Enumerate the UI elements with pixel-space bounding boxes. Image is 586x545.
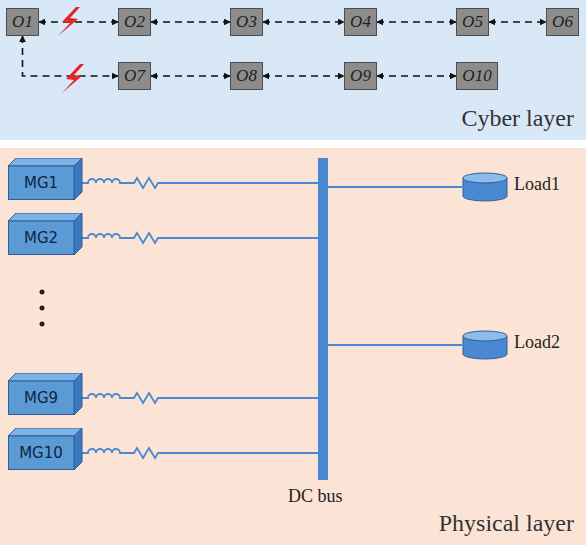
agent-box: O3 [230,8,263,36]
agent-label: O10 [459,66,494,86]
cyber-layer-ground [0,0,586,140]
agent-box: O7 [118,62,151,90]
microgrid-label: MG10 [8,436,74,470]
microgrid-label: MG1 [8,166,74,200]
agent-label: O4 [347,12,374,32]
box-top [8,373,82,381]
dc-bus-bar: DC bus [318,158,328,480]
cylinder-symbol [462,330,508,360]
agent-label: O7 [121,66,148,86]
communication-link [39,21,118,23]
attack-lightning [62,64,84,93]
layer-title: Cyber layer [461,105,574,132]
agent-label: O9 [347,66,374,86]
communication-link [151,75,230,77]
agent-box: O9 [344,62,377,90]
cylinder-top [463,331,507,341]
agent-label: O2 [121,12,148,32]
load-cylinder: Load2 [462,330,572,360]
microgrid-box: MG1 [8,158,84,202]
box-side [74,373,82,415]
power-line [328,186,462,188]
cylinder-top [463,173,507,183]
load-label: Load2 [514,332,560,353]
microgrid-box: MG2 [8,213,84,257]
agent-label: O1 [9,12,36,32]
power-line [74,393,318,403]
agent-label: O5 [459,12,486,32]
layer-panel: Cyber layer O1 O2 O3 O4 O5 O6O7 O8 O9 O10 [0,0,586,140]
microgrid-label: MG2 [8,221,74,255]
physical-layer-ground [0,148,586,545]
agent-box: O1 [6,8,39,36]
communication-link [263,21,344,23]
box-side [74,428,82,470]
box-front [9,436,75,470]
microgrid-box: MG10 [8,428,84,472]
agent-box: O5 [456,8,489,36]
microgrid-label: MG9 [8,381,74,415]
communication-link [151,21,230,23]
agent-box: O4 [344,8,377,36]
communication-link [377,21,456,23]
attack-lightning [58,7,80,36]
agent-box: O6 [546,8,579,36]
ellipsis-dot [40,306,45,311]
bus-label: DC bus [288,486,343,507]
box-front [9,381,75,415]
communication-link [489,21,546,23]
load-cylinder: Load1 [462,172,572,202]
power-line [74,233,318,243]
communication-link [377,75,456,77]
box-front [9,221,75,255]
box-side [74,158,82,200]
box-side [74,213,82,255]
cylinder-symbol [462,172,508,202]
power-line [74,178,318,188]
box-top [8,213,82,221]
communication-link [23,36,119,76]
agent-label: O8 [233,66,260,86]
box-top [8,158,82,166]
communication-link [263,75,344,77]
power-line [74,448,318,458]
agent-box: O8 [230,62,263,90]
microgrid-box: MG9 [8,373,84,417]
agent-label: O3 [233,12,260,32]
agent-box: O10 [456,62,498,90]
agent-label: O6 [549,12,576,32]
load-label: Load1 [514,174,560,195]
layer-title: Physical layer [439,510,574,537]
ellipsis-dot [40,322,45,327]
box-top [8,428,82,436]
agent-box: O2 [118,8,151,36]
power-line [328,344,462,346]
box-front [9,166,75,200]
ellipsis-dot [40,290,45,295]
layer-panel: Physical layer MG1MG2MG9MG10 DC bus Load1Lo… [0,148,586,545]
